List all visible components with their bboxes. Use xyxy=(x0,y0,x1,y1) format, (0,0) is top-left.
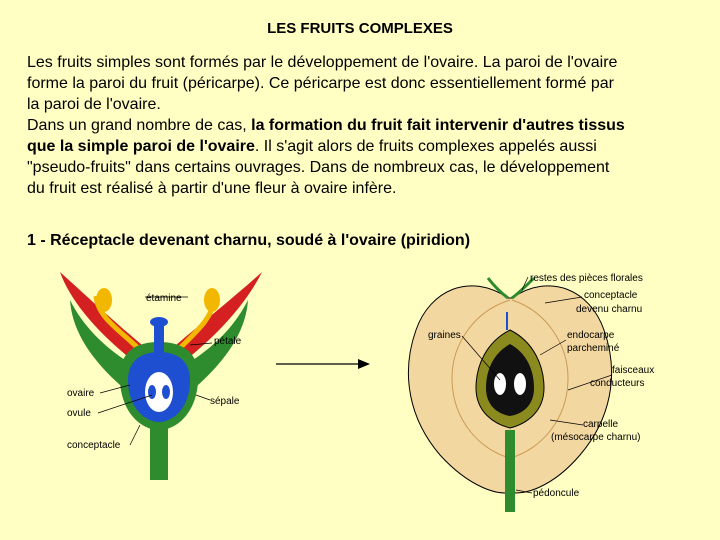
ovary-loculus xyxy=(145,372,173,412)
para-text: Dans un grand nombre de cas, xyxy=(27,117,252,134)
transformation-arrow xyxy=(276,359,370,369)
leader-restes xyxy=(521,276,529,291)
label-etamine: étamine xyxy=(146,293,182,304)
label-restes: restes des pièces florales xyxy=(530,273,643,284)
petal-left xyxy=(60,272,142,360)
leader-endocarpe xyxy=(539,339,567,356)
anther-left xyxy=(96,288,112,312)
para-line: que la simple paroi de l'ovaire. Il s'ag… xyxy=(27,136,707,157)
calyx-right xyxy=(511,276,536,300)
style xyxy=(154,322,164,356)
label-conceptacle: conceptacle xyxy=(67,440,121,451)
leader-ovaire xyxy=(99,384,131,394)
leader-faisceaux xyxy=(567,374,613,391)
label-ovaire: ovaire xyxy=(67,388,95,399)
seed-right xyxy=(514,373,526,395)
para-line: du fruit est réalisé à partir d'une fleu… xyxy=(27,180,397,197)
para-bold-text: que la simple paroi de l'ovaire xyxy=(27,138,255,155)
flower-diagram: étamine pétale ovaire ovule sépale conce… xyxy=(60,272,262,480)
leader-graines xyxy=(461,335,501,381)
label-pedoncule: pédoncule xyxy=(533,488,580,499)
para-line: forme la paroi du fruit (péricarpe). Ce … xyxy=(27,75,614,92)
calyx-left xyxy=(486,277,509,300)
para-line: Les fruits simples sont formés par le dé… xyxy=(27,54,618,71)
leader-pedoncule xyxy=(515,489,533,494)
para-bold-text: la formation du fruit fait intervenir d'… xyxy=(251,117,625,134)
leader-sepale xyxy=(195,394,211,401)
para-line: Dans un grand nombre de cas, la formatio… xyxy=(27,115,707,136)
label-sepale: sépale xyxy=(210,396,240,407)
page-title: LES FRUITS COMPLEXES xyxy=(267,20,453,37)
para-text: . Il s'agit alors de fruits complexes ap… xyxy=(254,138,597,155)
label-conceptacle-fruit-2: devenu charnu xyxy=(576,304,642,315)
locule xyxy=(486,344,534,416)
label-endocarpe: endocarpe xyxy=(567,330,615,341)
ovule-right xyxy=(162,385,170,399)
leader-ovule xyxy=(97,394,153,414)
label-faisceaux-2: conducteurs xyxy=(590,378,644,389)
leader-carpelle xyxy=(549,419,584,426)
stigma xyxy=(150,317,168,327)
leader-conceptacle-fruit xyxy=(544,296,583,304)
section-heading: 1 - Réceptacle devenant charnu, soudé à … xyxy=(27,232,471,249)
label-conceptacle-fruit: conceptacle xyxy=(584,290,638,301)
label-faisceaux: faisceaux xyxy=(612,365,654,376)
leader-petale xyxy=(189,342,213,346)
seed-left xyxy=(494,373,506,395)
label-endocarpe-2: parcheminé xyxy=(567,343,620,354)
fruit-diagram: restes des pièces florales conceptacle d… xyxy=(407,273,654,512)
label-carpelle: carpelle xyxy=(583,419,618,430)
para-line: "pseudo-fruits" dans certains ouvrages. … xyxy=(27,159,610,176)
peduncle xyxy=(505,430,515,512)
anther-right xyxy=(204,288,220,312)
label-petale: pétale xyxy=(214,336,242,347)
label-ovule: ovule xyxy=(67,408,91,419)
para-line: la paroi de l'ovaire. xyxy=(27,96,161,113)
intro-paragraph: Les fruits simples sont formés par le dé… xyxy=(27,52,707,199)
petal-right xyxy=(176,272,262,360)
ovule-left xyxy=(148,385,156,399)
label-carpelle-2: (mésocarpe charnu) xyxy=(551,432,640,443)
arrow-head xyxy=(358,359,370,369)
leader-conceptacle xyxy=(129,424,141,446)
label-graines: graines xyxy=(428,330,461,341)
flower-stem xyxy=(150,418,168,480)
